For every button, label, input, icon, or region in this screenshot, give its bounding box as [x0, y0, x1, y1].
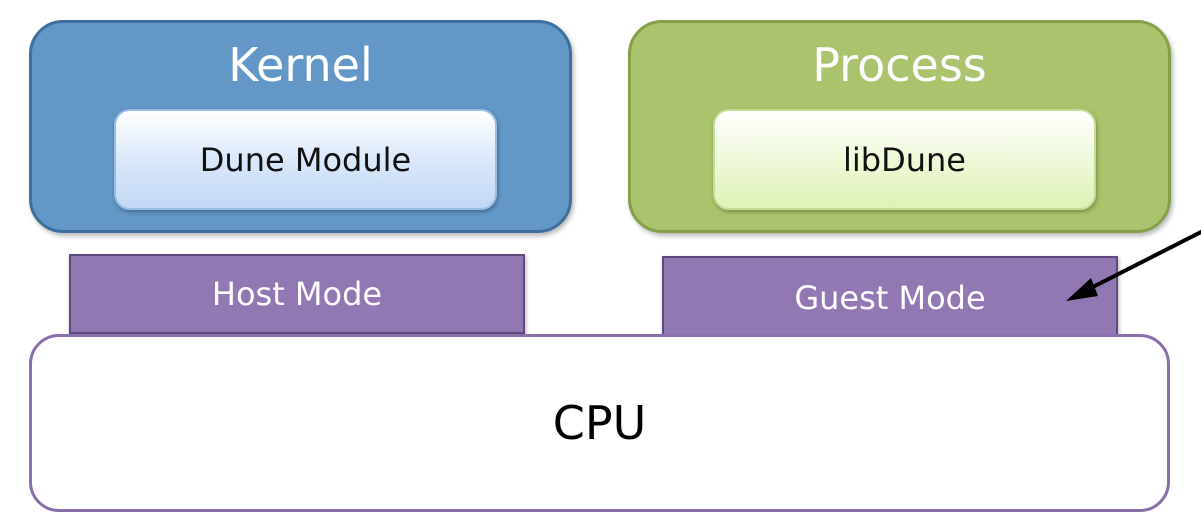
cpu-box: CPU: [29, 334, 1170, 512]
kernel-box: Kernel Dune Module: [29, 20, 572, 233]
dune-module-box: Dune Module: [114, 109, 497, 210]
process-title: Process: [812, 38, 987, 92]
guest-mode-box: Guest Mode: [662, 256, 1118, 336]
libdune-box: libDune: [713, 109, 1096, 210]
host-mode-box: Host Mode: [69, 254, 525, 334]
process-box: Process libDune: [628, 20, 1171, 233]
kernel-title: Kernel: [228, 38, 373, 92]
